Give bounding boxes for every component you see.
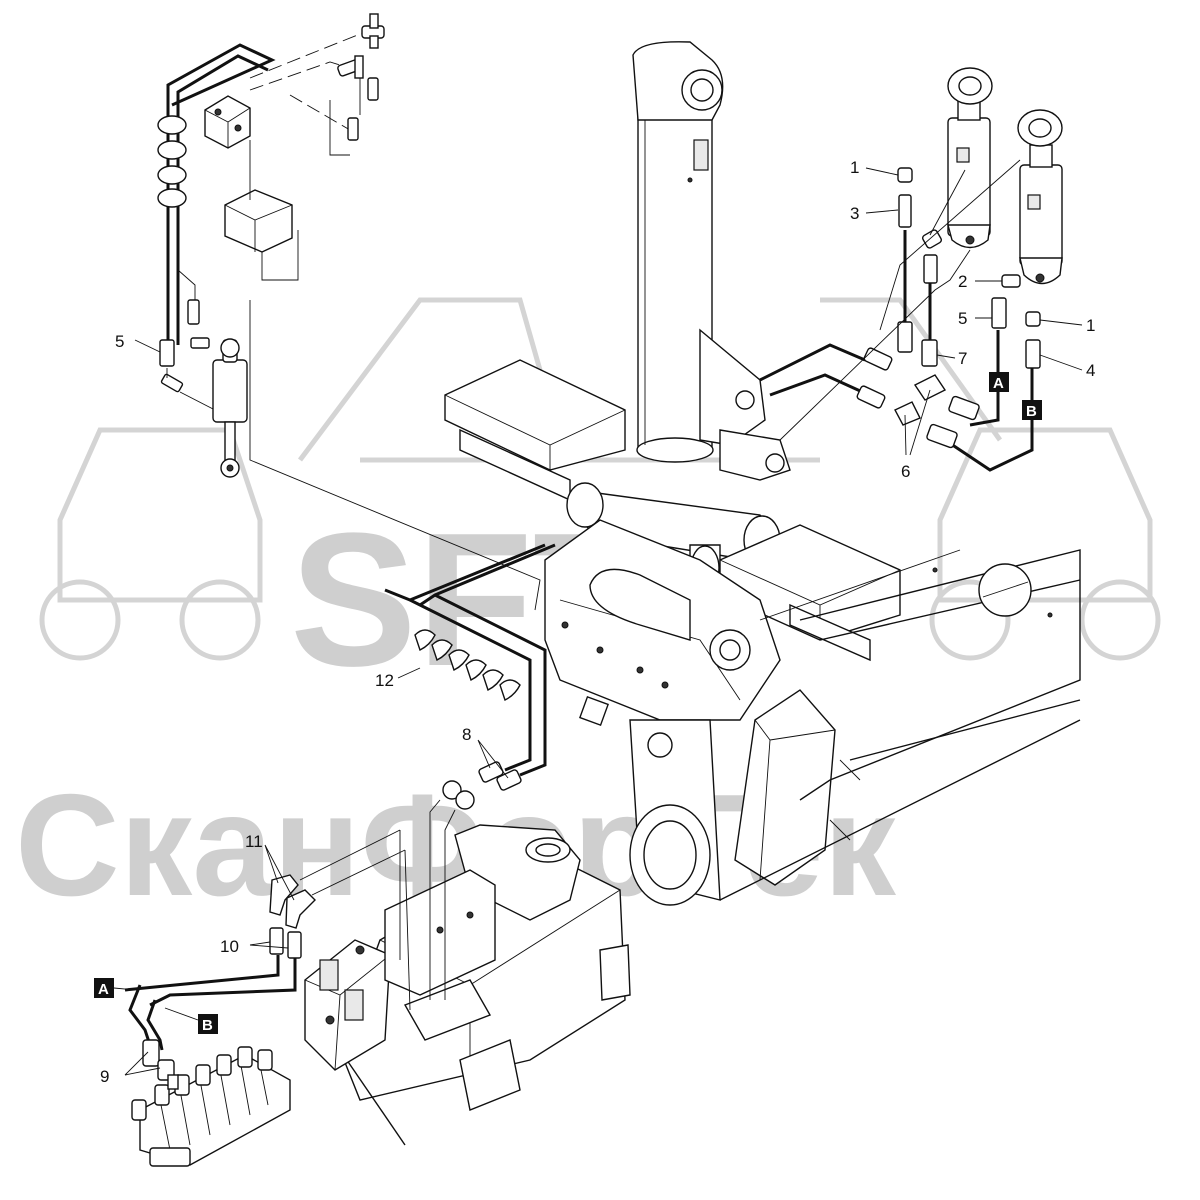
elbow-fitting [160, 373, 184, 393]
hose-end-7 [921, 339, 938, 367]
mounting-bracket [224, 189, 293, 253]
lower-hose-pair [124, 955, 297, 1090]
hose-end-3 [898, 194, 912, 228]
adapter [167, 1074, 179, 1090]
callout-3: 3 [850, 204, 859, 223]
callout-7: 7 [958, 349, 967, 368]
pivot-bracket [699, 328, 791, 481]
svg-text:A: A [98, 981, 109, 998]
callout-11: 11 [245, 832, 263, 851]
hose-end [923, 254, 938, 284]
callout-4: 4 [1086, 361, 1095, 380]
svg-text:A: A [993, 375, 1004, 392]
hose-end-5 [991, 297, 1007, 329]
tee-fitting [361, 13, 385, 49]
callout-1: 1 [850, 158, 859, 177]
adapter-1 [897, 167, 913, 183]
straight-adapter [367, 77, 379, 101]
side-cover [734, 689, 836, 886]
callout-8: 8 [462, 725, 471, 744]
elbow-fitting [337, 55, 364, 79]
callout-9: 9 [100, 1067, 109, 1086]
hose-end [897, 321, 913, 353]
marker-a-bottom: A [94, 978, 136, 998]
boom-mast [632, 41, 724, 463]
control-valve-block [304, 869, 496, 1071]
lift-cylinder-rear [947, 67, 993, 249]
chassis-frame [719, 549, 1081, 901]
callout-labels: 1 3 2 5 1 4 7 6 5 12 8 11 10 9 [100, 158, 1095, 1086]
elbow-2 [1001, 274, 1021, 288]
upper-left-hose-assembly [157, 13, 541, 611]
callout-10: 10 [220, 937, 239, 956]
callout-leaders [124, 167, 1083, 1076]
connection-markers: A B A B [94, 372, 1042, 1034]
callout-5: 5 [115, 332, 124, 351]
lift-cylinder-front [1017, 109, 1063, 285]
svg-text:B: B [1026, 403, 1037, 420]
svg-text:B: B [202, 1017, 213, 1034]
callout-12: 12 [375, 671, 394, 690]
callout-6: 6 [901, 462, 910, 481]
callout-1: 1 [1086, 316, 1095, 335]
hose-end-4 [1025, 339, 1041, 369]
adapter [142, 1039, 160, 1067]
swing-frame [544, 519, 781, 906]
callout-2: 2 [958, 272, 967, 291]
spiral-guard [157, 115, 187, 208]
straight-adapter [347, 117, 359, 141]
hose-8-assembly [384, 543, 556, 1000]
guard-box-left [444, 359, 626, 502]
valve-block [204, 95, 251, 149]
spiral-guard-12 [414, 629, 521, 701]
marker-b-bottom: B [164, 1007, 218, 1034]
adapter-1 [1025, 311, 1041, 327]
multi-section-valve-bank [131, 1046, 291, 1167]
right-hose-assembly [759, 159, 1041, 472]
hose-end [187, 299, 200, 325]
steering-cylinder-left [212, 338, 248, 478]
hose-end [159, 339, 175, 367]
marker-b-top: B [1022, 400, 1042, 420]
callout-5: 5 [958, 309, 967, 328]
marker-a-top: A [989, 372, 1009, 392]
elbow-fitting [190, 337, 210, 349]
